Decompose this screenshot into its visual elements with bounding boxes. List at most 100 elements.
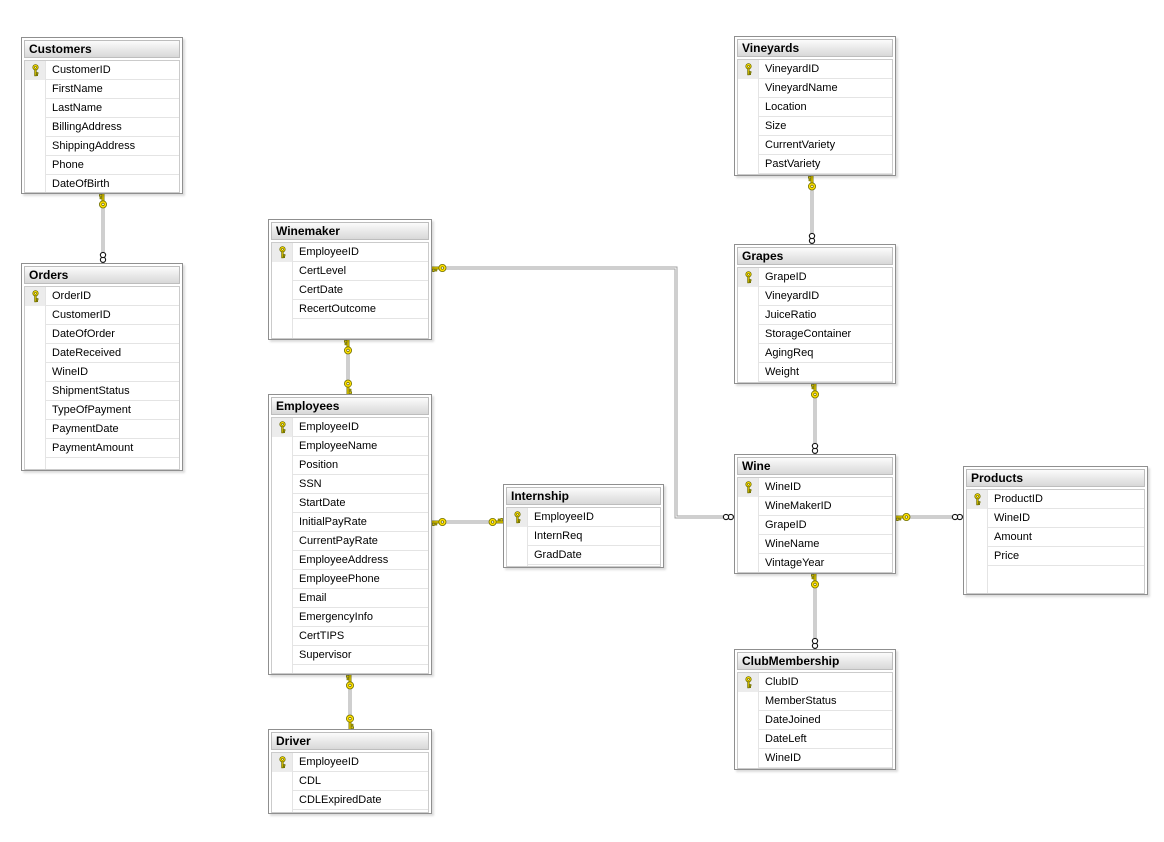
column-row[interactable]: SSN bbox=[272, 475, 428, 494]
column-row[interactable]: InitialPayRate bbox=[272, 513, 428, 532]
relationship-employees-driver[interactable] bbox=[345, 674, 355, 730]
column-row[interactable]: PastVariety bbox=[738, 155, 892, 174]
column-row[interactable]: WineID bbox=[967, 509, 1144, 528]
column-row[interactable]: RecertOutcome bbox=[272, 300, 428, 319]
key-cell bbox=[272, 437, 292, 456]
entity-title[interactable]: Driver bbox=[271, 732, 429, 750]
column-row[interactable]: CustomerID bbox=[25, 306, 179, 325]
entity-title[interactable]: Customers bbox=[24, 40, 180, 58]
column-row[interactable]: CertTIPS bbox=[272, 627, 428, 646]
column-row[interactable]: EmployeeName bbox=[272, 437, 428, 456]
column-row[interactable]: DateLeft bbox=[738, 730, 892, 749]
column-row[interactable]: EmployeeID bbox=[507, 508, 660, 527]
column-row[interactable]: Weight bbox=[738, 363, 892, 382]
relationship-vineyards-grapes[interactable] bbox=[808, 175, 816, 245]
column-row[interactable]: VineyardID bbox=[738, 287, 892, 306]
column-row[interactable]: LastName bbox=[25, 99, 179, 118]
entity-title[interactable]: Employees bbox=[271, 397, 429, 415]
column-row[interactable]: ProductID bbox=[967, 490, 1144, 509]
relationship-winemaker-wine[interactable] bbox=[431, 263, 735, 521]
entity-title[interactable]: Orders bbox=[24, 266, 180, 284]
column-row[interactable]: EmployeeID bbox=[272, 753, 428, 772]
column-row[interactable]: WineName bbox=[738, 535, 892, 554]
column-row[interactable]: ShipmentStatus bbox=[25, 382, 179, 401]
column-row[interactable]: EmployeeID bbox=[272, 418, 428, 437]
column-row[interactable]: WineID bbox=[738, 478, 892, 497]
column-row[interactable]: WineID bbox=[25, 363, 179, 382]
column-row[interactable]: CertLevel bbox=[272, 262, 428, 281]
relationship-employees-internship[interactable] bbox=[431, 518, 504, 526]
column-row[interactable]: FirstName bbox=[25, 80, 179, 99]
column-row[interactable]: CurrentPayRate bbox=[272, 532, 428, 551]
entity-title[interactable]: Winemaker bbox=[271, 222, 429, 240]
column-row[interactable]: OrderID bbox=[25, 287, 179, 306]
relationship-winemaker-employees[interactable] bbox=[343, 339, 353, 395]
column-row[interactable]: Phone bbox=[25, 156, 179, 175]
column-row[interactable]: BillingAddress bbox=[25, 118, 179, 137]
column-row[interactable]: DateJoined bbox=[738, 711, 892, 730]
column-row[interactable]: WineMakerID bbox=[738, 497, 892, 516]
column-row[interactable]: Supervisor bbox=[272, 646, 428, 665]
entity-title[interactable]: Internship bbox=[506, 487, 661, 505]
column-row[interactable]: MemberStatus bbox=[738, 692, 892, 711]
column-name: AgingReq bbox=[758, 344, 892, 363]
column-row[interactable]: EmployeeID bbox=[272, 243, 428, 262]
column-row[interactable]: Position bbox=[272, 456, 428, 475]
column-row[interactable]: InternReq bbox=[507, 527, 660, 546]
relationship-wine-products[interactable] bbox=[895, 513, 964, 521]
entity-title[interactable]: Grapes bbox=[737, 247, 893, 265]
column-row[interactable]: GrapeID bbox=[738, 268, 892, 287]
column-row[interactable]: Email bbox=[272, 589, 428, 608]
relationship-wine-clubmembership[interactable] bbox=[811, 573, 819, 650]
column-row[interactable]: TypeOfPayment bbox=[25, 401, 179, 420]
column-row[interactable]: CDLExpiredDate bbox=[272, 791, 428, 810]
column-row[interactable]: PaymentAmount bbox=[25, 439, 179, 458]
column-row[interactable]: ClubID bbox=[738, 673, 892, 692]
column-row[interactable]: CurrentVariety bbox=[738, 136, 892, 155]
column-row[interactable]: CDL bbox=[272, 772, 428, 791]
column-row[interactable]: Location bbox=[738, 98, 892, 117]
column-row[interactable]: Amount bbox=[967, 528, 1144, 547]
column-row[interactable]: VintageYear bbox=[738, 554, 892, 572]
column-row[interactable]: Size bbox=[738, 117, 892, 136]
column-row[interactable]: EmployeePhone bbox=[272, 570, 428, 589]
column-row[interactable]: GrapeID bbox=[738, 516, 892, 535]
relationship-line[interactable] bbox=[432, 266, 734, 519]
column-row[interactable]: CertDate bbox=[272, 281, 428, 300]
column-row[interactable]: VineyardName bbox=[738, 79, 892, 98]
column-row[interactable]: VineyardID bbox=[738, 60, 892, 79]
column-row[interactable]: EmergencyInfo bbox=[272, 608, 428, 627]
entity-title[interactable]: Products bbox=[966, 469, 1145, 487]
column-row[interactable]: PaymentDate bbox=[25, 420, 179, 439]
column-row[interactable]: DateReceived bbox=[25, 344, 179, 363]
relationship-grapes-wine[interactable] bbox=[811, 383, 819, 455]
entity-title[interactable]: Vineyards bbox=[737, 39, 893, 57]
column-row[interactable]: AgingReq bbox=[738, 344, 892, 363]
column-row[interactable]: GradDate bbox=[507, 546, 660, 565]
column-row[interactable]: Price bbox=[967, 547, 1144, 566]
key-cell bbox=[25, 344, 45, 363]
column-row[interactable]: WineID bbox=[738, 749, 892, 768]
column-row[interactable]: DateOfOrder bbox=[25, 325, 179, 344]
column-row[interactable]: StorageContainer bbox=[738, 325, 892, 344]
column-row[interactable]: CustomerID bbox=[25, 61, 179, 80]
relationship-customers-orders[interactable] bbox=[99, 193, 107, 264]
column-row[interactable]: ShippingAddress bbox=[25, 137, 179, 156]
column-row[interactable]: DateOfBirth bbox=[25, 175, 179, 192]
entity-title[interactable]: Wine bbox=[737, 457, 893, 475]
column-row[interactable]: JuiceRatio bbox=[738, 306, 892, 325]
column-row[interactable]: StartDate bbox=[272, 494, 428, 513]
column-row[interactable]: EmployeeAddress bbox=[272, 551, 428, 570]
entity-title[interactable]: ClubMembership bbox=[737, 652, 893, 670]
